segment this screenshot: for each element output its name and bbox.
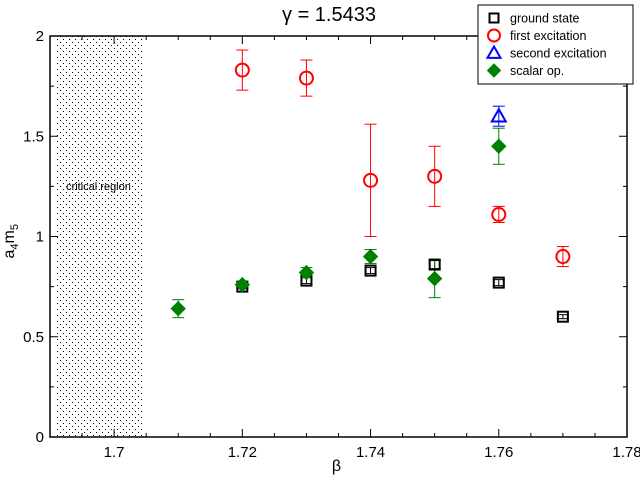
x-tick-label: 1.74 [356, 444, 385, 461]
x-axis-label: β [332, 458, 341, 475]
error-bars [172, 49, 569, 320]
y-axis-label-sub2: 5 [9, 224, 21, 230]
x-tick-label: 1.72 [228, 444, 257, 461]
critical-region-label: critical region [66, 181, 131, 193]
ground-state-point [428, 258, 441, 271]
second-excitation-point [490, 107, 508, 123]
first-excitation-point [298, 70, 314, 86]
y-tick-label: 1.5 [23, 128, 44, 145]
scalar-op-point [362, 248, 379, 265]
legend-label-second-excitation: second excitation [510, 47, 607, 61]
ground-state-point [556, 310, 569, 323]
legend-item-second-excitation: second excitation [485, 44, 607, 61]
legend-marker-first-excitation [487, 28, 501, 43]
legend-label-ground-state: ground state [510, 12, 580, 26]
legend-item-first-excitation: first excitation [487, 28, 586, 43]
ground-state-point [492, 276, 505, 289]
y-axis-label-sub1: 4 [9, 243, 21, 249]
first-excitation-point [363, 172, 379, 188]
critical-region-fill [57, 36, 143, 437]
ground-state-point [364, 264, 377, 277]
y-tick-label: 1 [36, 229, 44, 246]
axis-ticks: 1.7 1.72 1.74 1.76 1.78 0 0.5 1 1.5 2 [23, 28, 640, 461]
y-axis-label-m: m [1, 230, 18, 243]
x-tick-label: 1.78 [612, 444, 640, 461]
legend-item-ground-state: ground state [488, 12, 580, 26]
first-excitation-point [427, 168, 443, 184]
chart-title: γ = 1.5433 [282, 4, 376, 26]
critical-region-shade [57, 36, 143, 437]
scalar-op-point [298, 264, 315, 281]
legend-box [477, 4, 634, 85]
first-excitation-point [234, 62, 250, 78]
scalar-op-point [491, 138, 507, 154]
legend-marker-scalar-op [486, 63, 502, 78]
y-axis-label-a: a [1, 250, 18, 259]
y-tick-label: 0 [36, 429, 44, 446]
y-tick-label: 0.5 [23, 329, 44, 346]
legend-item-scalar-op: scalar op. [486, 63, 564, 78]
scalar-op-point [426, 270, 443, 287]
legend: ground state first excitation second excit… [477, 4, 634, 85]
first-excitation-point [491, 206, 507, 222]
legend-marker-ground-state [488, 12, 500, 24]
first-excitation-point [555, 249, 571, 265]
scalar-op-point [170, 300, 186, 317]
x-tick-label: 1.76 [484, 444, 513, 461]
y-axis-label: a4m5 [1, 224, 21, 258]
data-markers [170, 62, 571, 323]
legend-label-first-excitation: first excitation [510, 29, 586, 43]
legend-marker-second-excitation [485, 44, 503, 59]
y-tick-label: 2 [36, 28, 44, 45]
scalar-op-point [234, 276, 251, 293]
x-tick-label: 1.7 [104, 444, 125, 461]
legend-label-scalar-op: scalar op. [510, 64, 564, 78]
